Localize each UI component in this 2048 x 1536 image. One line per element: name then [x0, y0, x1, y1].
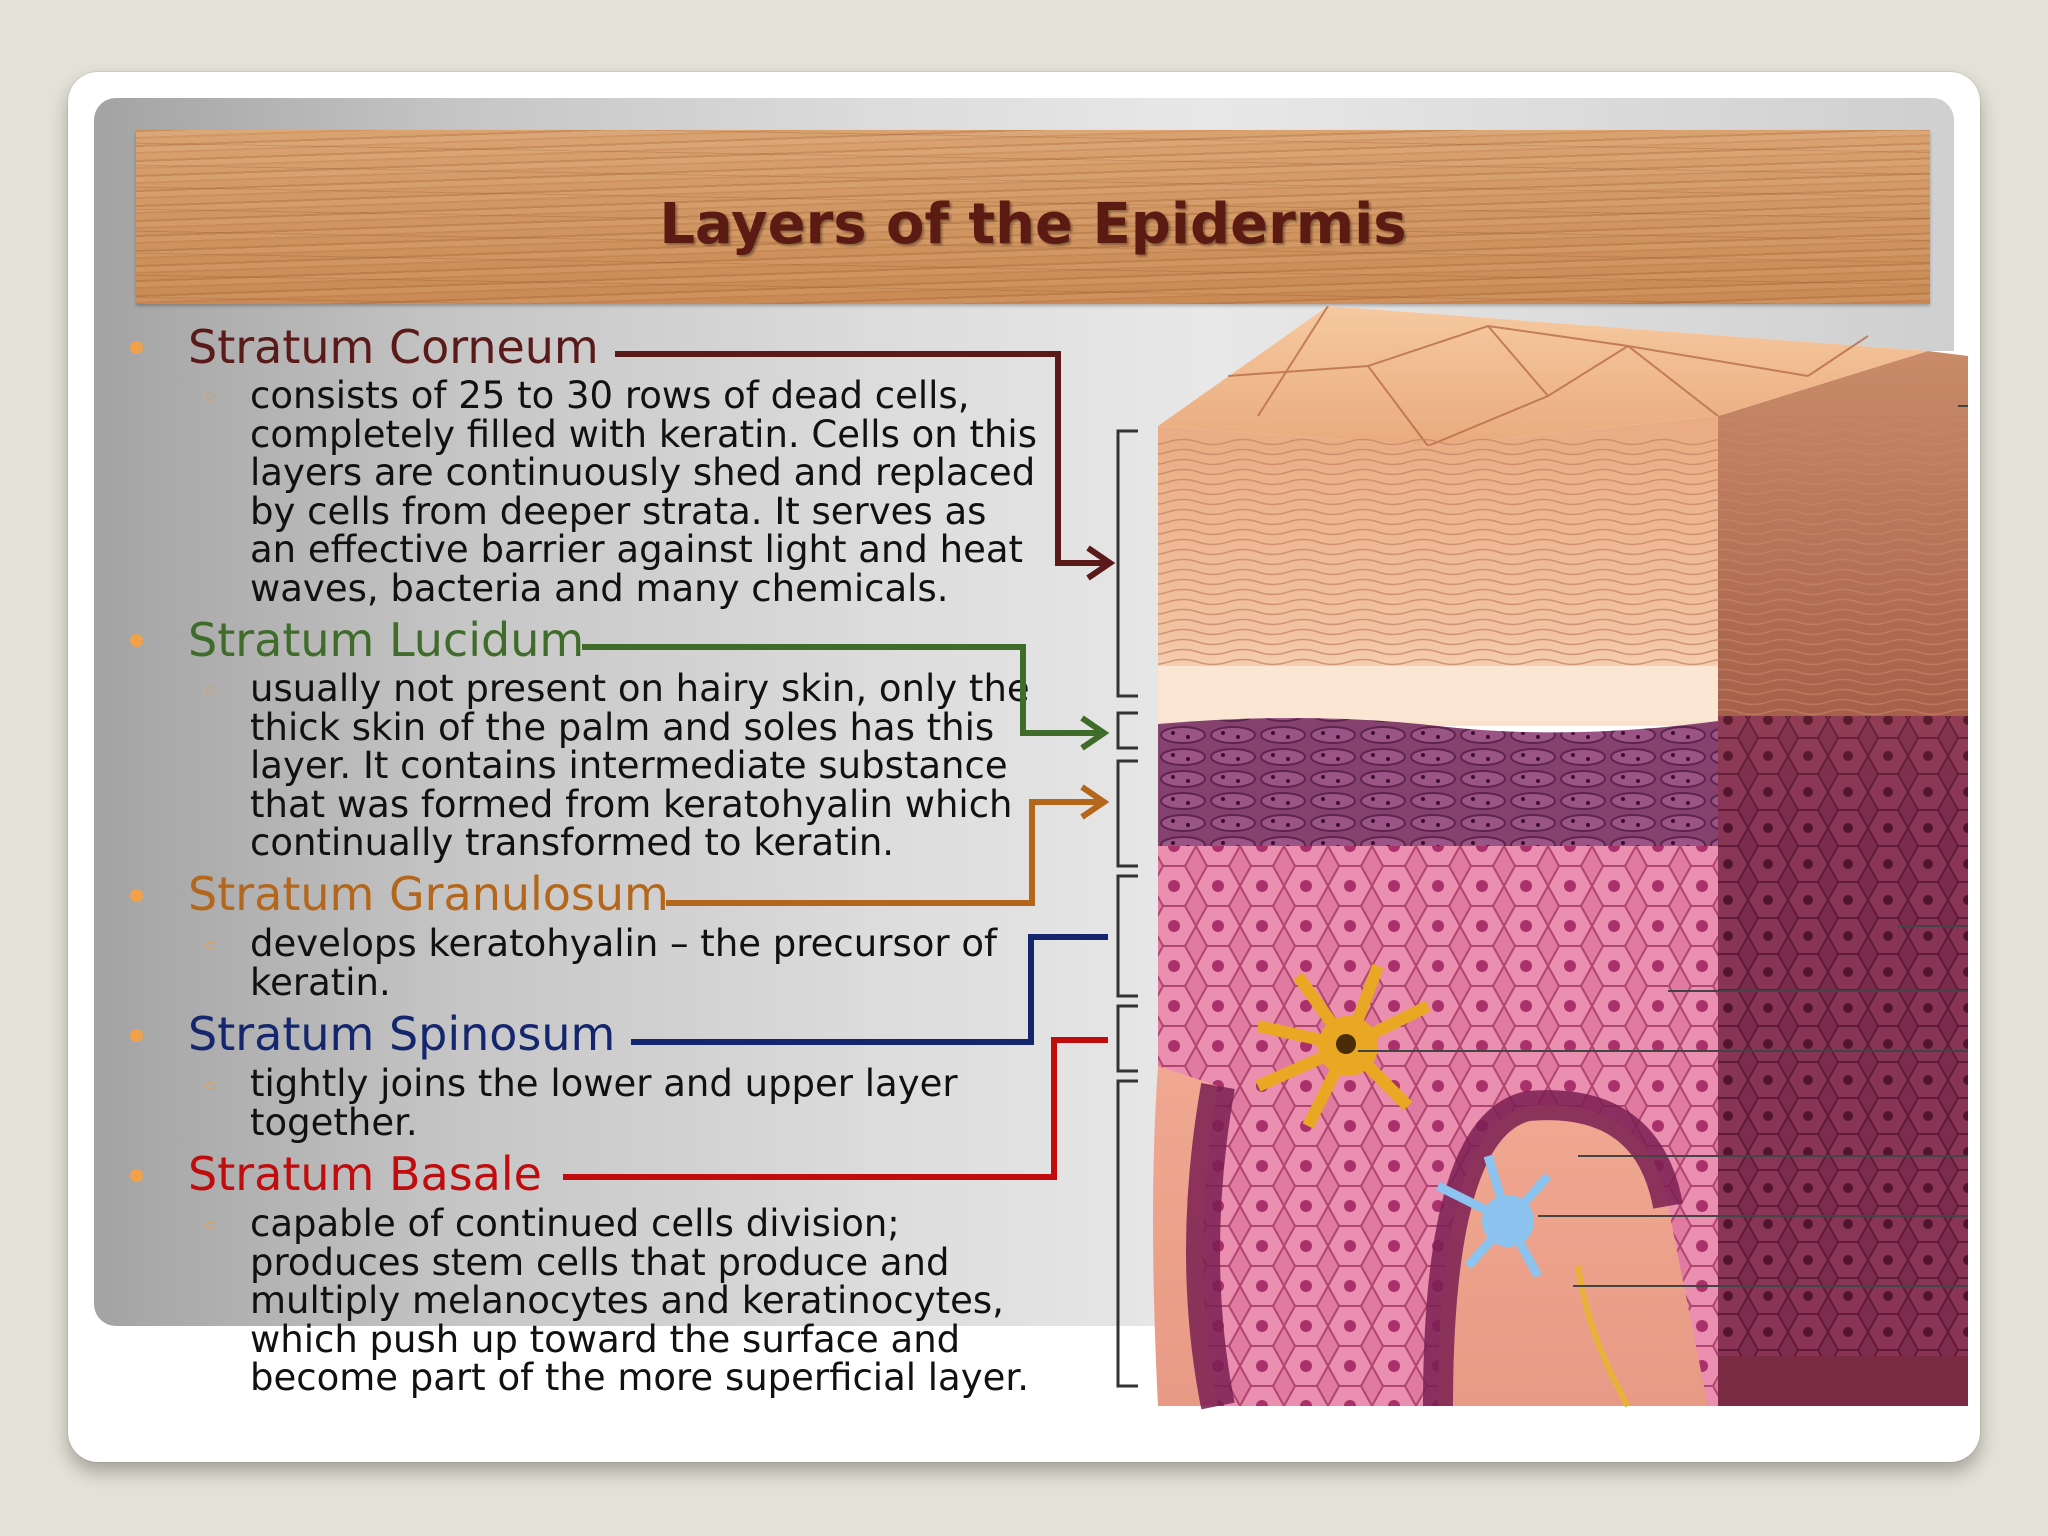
sub-bullet-icon: ◦: [202, 381, 219, 414]
layer-description-spinosum: tightly joins the lower and upper layer …: [250, 1062, 958, 1144]
layer-heading-granulosum: Stratum Granulosum: [188, 867, 669, 921]
slide-title: Layers of the Epidermis: [659, 192, 1407, 257]
bullet-icon: [130, 1169, 143, 1182]
sub-bullet-icon: ◦: [202, 930, 219, 963]
bullet-icon: [130, 341, 143, 354]
layer-heading-basale: Stratum Basale: [188, 1147, 542, 1201]
layer-heading-spinosum: Stratum Spinosum: [188, 1007, 616, 1061]
layer-description-lucidum: usually not present on hairy skin, only …: [250, 667, 1030, 864]
layer-description-corneum: consists of 25 to 30 rows of dead cells,…: [250, 374, 1037, 610]
title-banner: Layers of the Epidermis: [136, 130, 1930, 304]
bullet-icon: [130, 1029, 143, 1042]
layer-heading-lucidum: Stratum Lucidum: [188, 613, 585, 667]
bullet-icon: [130, 889, 143, 902]
bullet-icon: [130, 634, 143, 647]
epidermis-diagram-icon: [1116, 306, 1968, 1410]
sub-bullet-icon: ◦: [202, 1210, 219, 1243]
layer-heading-corneum: Stratum Corneum: [188, 320, 599, 374]
layer-description-basale: capable of continued cells division; pro…: [250, 1202, 1029, 1399]
sub-bullet-icon: ◦: [202, 1070, 219, 1103]
layer-description-granulosum: develops keratohyalin – the precursor of…: [250, 922, 997, 1004]
sub-bullet-icon: ◦: [202, 675, 219, 708]
